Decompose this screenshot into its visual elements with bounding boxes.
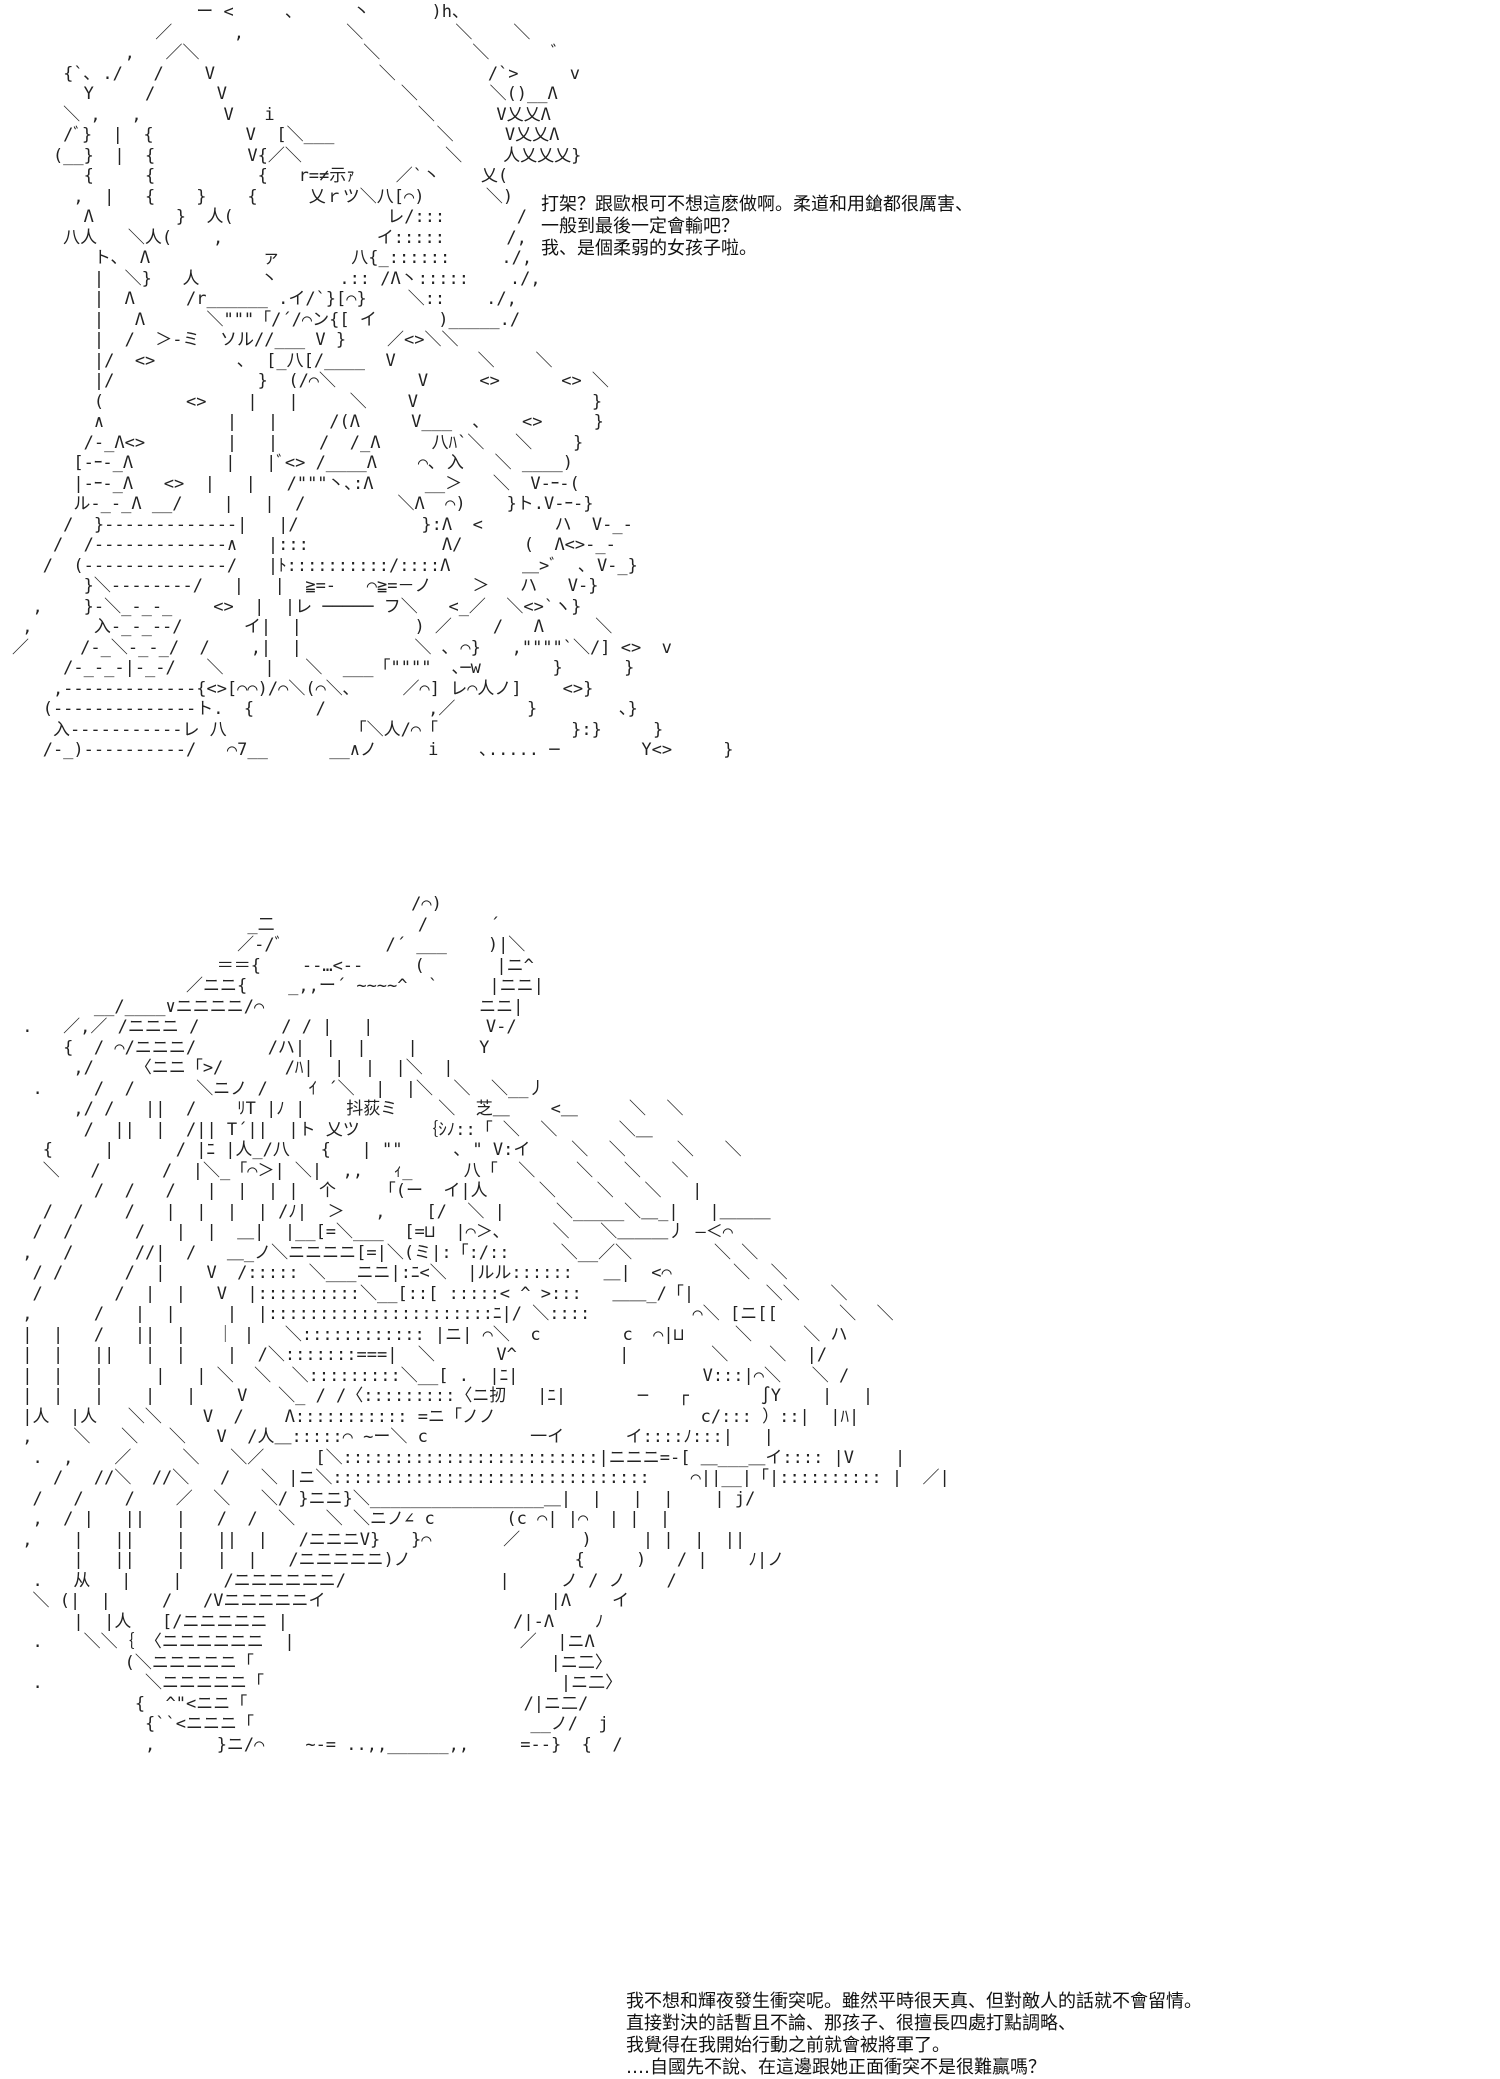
- dialogue-2: 我不想和輝夜發生衝突呢。雖然平時很天真、但對敵人的話就不會留情。 直接對決的話暫…: [626, 1991, 1202, 2079]
- panel-1: ー < 、 丶 )h、 ／ , ＼ ＼ ＼ , ／＼ ＼ ＼ ゛ {`､ ./ …: [0, 0, 1500, 840]
- dialogue-line: 直接對決的話暫且不論、那孩子、很擅長四處打點調略、: [626, 2013, 1076, 2034]
- dialogue-line: 一般到最後一定會輸吧？: [541, 216, 739, 237]
- dialogue-1: 打架？跟歐根可不想這麽做啊。柔道和用鎗都很厲害、 一般到最後一定會輸吧？ 我、是…: [541, 194, 973, 260]
- ascii-art-character-2: /⌒) _二 / ´ ／-/ﾞ /´ ___ )|＼ ＝＝{ -‐…<-- ( …: [22, 894, 950, 1755]
- dialogue-line: 我覺得在我開始行動之前就會被將軍了。: [626, 2035, 950, 2056]
- dialogue-line: 打架？跟歐根可不想這麽做啊。柔道和用鎗都很厲害、: [541, 194, 973, 215]
- panel-2: /⌒) _二 / ´ ／-/ﾞ /´ ___ )|＼ ＝＝{ -‐…<-- ( …: [0, 880, 1500, 2078]
- ascii-art-character-1: ー < 、 丶 )h、 ／ , ＼ ＼ ＼ , ／＼ ＼ ＼ ゛ {`､ ./ …: [12, 2, 734, 760]
- dialogue-line: 我、是個柔弱的女孩子啦。: [541, 238, 757, 259]
- dialogue-line: ‥‥自國先不說、在這邊跟她正面衝突不是很難贏嗎？: [626, 2057, 1047, 2078]
- dialogue-line: 我不想和輝夜發生衝突呢。雖然平時很天真、但對敵人的話就不會留情。: [626, 1991, 1202, 2012]
